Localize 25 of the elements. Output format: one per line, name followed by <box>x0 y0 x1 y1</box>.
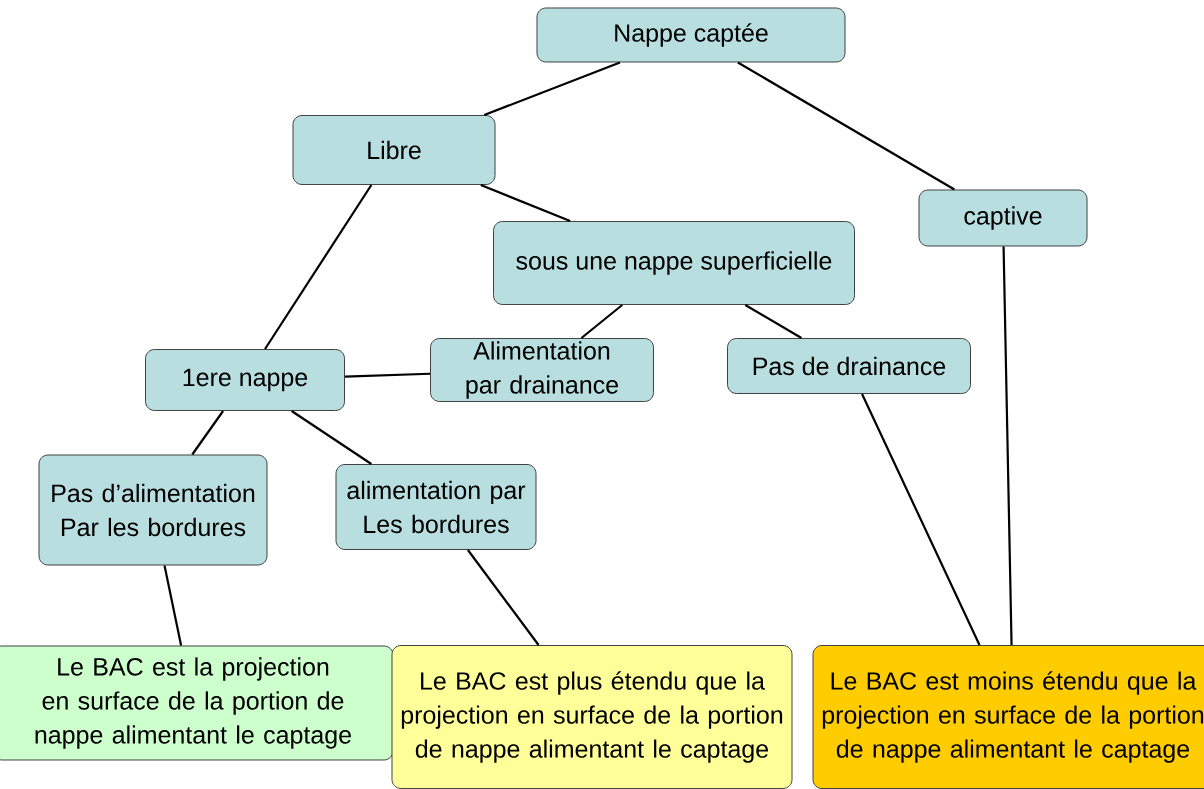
result-box: Le BAC est la projection en surface de la portion de nappe alimentant le captage <box>0 645 394 761</box>
category-box: Alimentation par drainance <box>430 338 654 402</box>
connector-line <box>580 304 623 339</box>
category-box: Libre <box>292 115 496 185</box>
category-box: Nappe captée <box>536 7 846 63</box>
connector-line <box>861 393 981 646</box>
connector-line <box>1002 246 1013 646</box>
connector-line <box>483 61 621 117</box>
connector-line <box>291 410 372 465</box>
connector-line <box>737 61 955 191</box>
connector-line <box>191 410 224 456</box>
result-box: Le BAC est moins étendu que la projection en surface de la portion de nappe alimentant le captage <box>812 645 1204 789</box>
category-box: Pas de drainance <box>727 338 971 394</box>
category-box: alimentation par Les bordures <box>335 464 537 550</box>
connector-line <box>480 183 571 223</box>
category-box: Pas d’alimentation Par les bordures <box>38 454 268 566</box>
connector-line <box>744 304 802 339</box>
connector-line <box>264 184 373 350</box>
category-box: 1ere nappe <box>145 349 345 411</box>
result-box: Le BAC est plus étendu que la projection en surface de la portion de nappe alimentant le captage <box>391 645 793 789</box>
connector-line <box>344 372 431 378</box>
connector-line <box>163 565 183 646</box>
connector-line <box>467 549 540 646</box>
category-box: captive <box>918 189 1088 247</box>
category-box: sous une nappe superficielle <box>493 221 855 305</box>
